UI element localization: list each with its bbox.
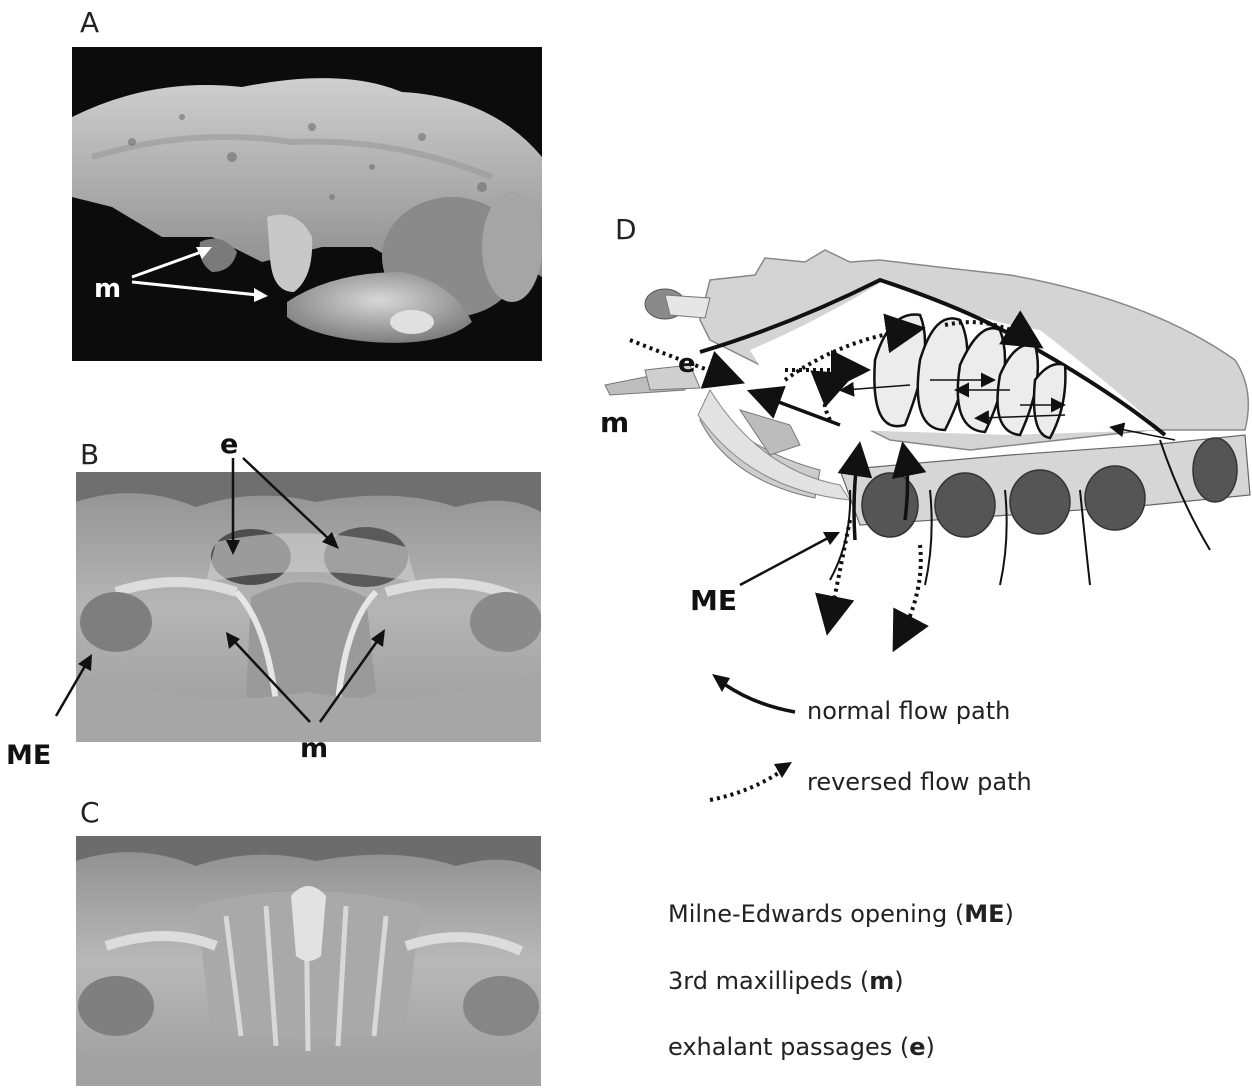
panel-b-e-label: e xyxy=(220,430,238,460)
key-m-text: 3rd maxillipeds ( xyxy=(668,967,869,995)
photo-panel-a: m xyxy=(72,47,542,361)
key-m-abbr: m xyxy=(869,967,894,995)
key-e-text: exhalant passages ( xyxy=(668,1033,909,1061)
key-maxillipeds: 3rd maxillipeds (m) xyxy=(668,967,904,995)
key-e-close: ) xyxy=(926,1033,935,1061)
panel-c-letter: C xyxy=(80,796,100,829)
panel-d-me-label: ME xyxy=(690,584,737,617)
key-milne-edwards: Milne-Edwards opening (ME) xyxy=(668,900,1014,928)
panel-b-me-label: ME xyxy=(6,740,51,771)
photo-panel-c xyxy=(76,836,541,1086)
panel-b-m-label: m xyxy=(300,733,328,764)
crab-side-photo: m xyxy=(72,47,542,361)
key-me-close: ) xyxy=(1005,900,1014,928)
key-me-abbr: ME xyxy=(964,900,1004,928)
gill-chamber-diagram: e m ME xyxy=(590,240,1252,660)
panel-d-e-label: e xyxy=(678,349,696,379)
key-exhalant: exhalant passages (e) xyxy=(668,1033,935,1061)
key-e-abbr: e xyxy=(909,1033,925,1061)
crab-front-photo-c xyxy=(76,836,541,1086)
panel-b-annotations: e ME m xyxy=(0,430,560,790)
normal-flow-symbol xyxy=(724,684,795,712)
panel-d-m-label: m xyxy=(600,406,629,439)
flow-legend-symbols xyxy=(700,660,810,820)
panel-a-letter: A xyxy=(80,6,99,39)
legend-normal-flow: normal flow path xyxy=(807,697,1010,725)
reversed-flow-symbol xyxy=(710,772,780,800)
key-me-text: Milne-Edwards opening ( xyxy=(668,900,964,928)
key-m-close: ) xyxy=(894,967,903,995)
photo-a-m-label: m xyxy=(94,274,121,304)
legend-reversed-flow: reversed flow path xyxy=(807,768,1032,796)
